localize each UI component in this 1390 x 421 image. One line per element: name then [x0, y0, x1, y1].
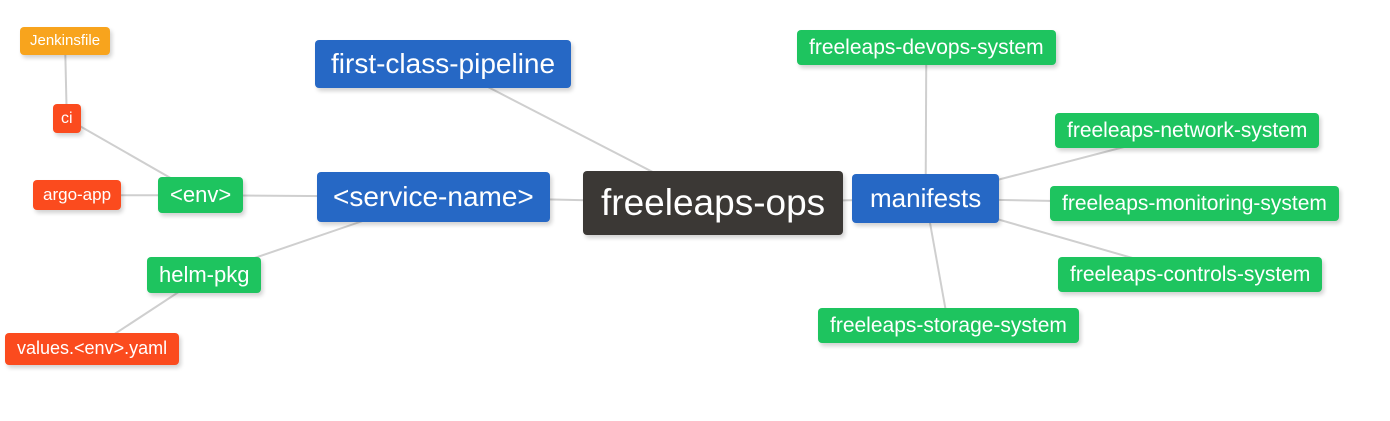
node-freeleaps-devops-system[interactable]: freeleaps-devops-system	[797, 30, 1056, 66]
node-freeleaps-monitoring-system[interactable]: freeleaps-monitoring-system	[1050, 186, 1339, 222]
node-freeleaps-storage-system[interactable]: freeleaps-storage-system	[818, 308, 1079, 344]
node-manifests[interactable]: manifests	[852, 174, 1000, 224]
node-service-name[interactable]: <service-name>	[317, 172, 550, 222]
node-jenkinsfile[interactable]: Jenkinsfile	[20, 27, 111, 55]
node-ci[interactable]: ci	[53, 104, 81, 134]
edge-manifests-devops_system	[924, 47, 928, 199]
node-values-env-yaml[interactable]: values.<env>.yaml	[5, 333, 180, 365]
node-helm-pkg[interactable]: helm-pkg	[147, 257, 262, 294]
node-env[interactable]: <env>	[158, 177, 244, 214]
node-freeleaps-controls-system[interactable]: freeleaps-controls-system	[1058, 257, 1323, 293]
node-argo-app[interactable]: argo-app	[33, 180, 122, 211]
node-first-class-pipeline[interactable]: first-class-pipeline	[315, 40, 572, 88]
node-freeleaps-network-system[interactable]: freeleaps-network-system	[1055, 113, 1320, 149]
node-freeleaps-ops-root[interactable]: freeleaps-ops	[583, 171, 844, 236]
